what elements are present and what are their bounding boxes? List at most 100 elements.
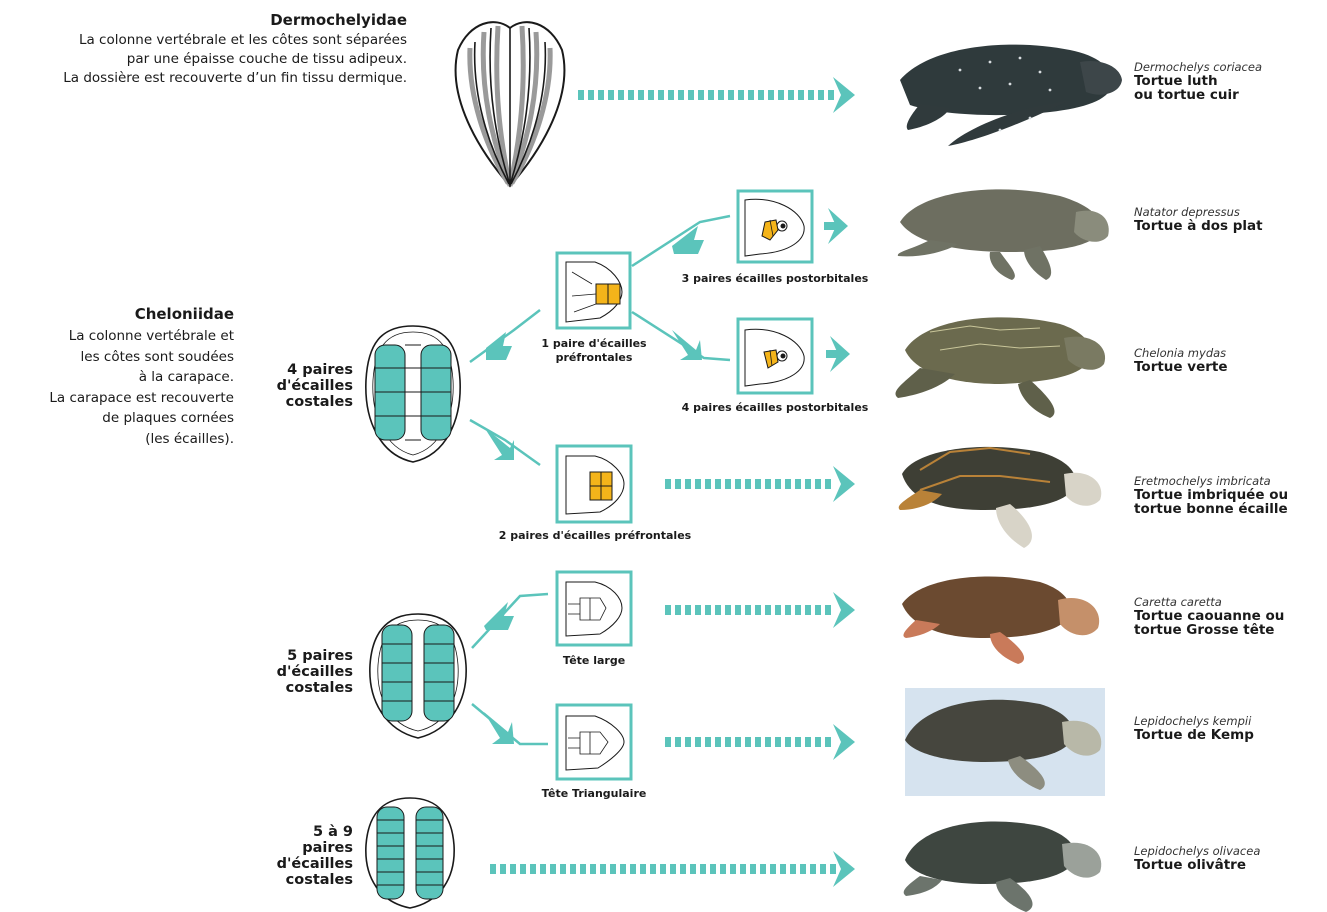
arrow-dash: [630, 864, 636, 874]
arrow-dash: [805, 737, 811, 747]
arrow-dash: [805, 479, 811, 489]
arrow-dash: [650, 864, 656, 874]
arrow-head: [833, 466, 855, 502]
turtle-kempii-image: [905, 688, 1105, 796]
arrow-dash: [728, 90, 734, 100]
arrow-dash: [490, 864, 496, 874]
arrow-dash: [730, 864, 736, 874]
turtle-caretta-image: [902, 577, 1099, 664]
arrow-dash: [640, 864, 646, 874]
desc-line: La colonne vertébrale et les côtes sont …: [0, 31, 407, 50]
costal-line: 4 paires: [250, 362, 353, 378]
arrow-head: [833, 851, 855, 887]
arrow-dash: [765, 605, 771, 615]
arrow-dash: [610, 864, 616, 874]
arrow-dash: [785, 479, 791, 489]
arrow-dash: [688, 90, 694, 100]
arrow-dash: [745, 605, 751, 615]
arrow-dash: [815, 479, 821, 489]
species-common-name: tortue Grosse tête: [1134, 623, 1284, 637]
desc-line: La colonne vertébrale et: [0, 326, 234, 347]
head-box-4-postorbital: [738, 319, 812, 393]
arrow-dash: [825, 605, 831, 615]
arrow-dash: [795, 737, 801, 747]
turtle-dermochelys-image: [900, 45, 1122, 146]
arrow-dash: [780, 864, 786, 874]
arrow-dash: [820, 864, 826, 874]
desc-line: les côtes sont soudées: [0, 347, 234, 368]
arrow-dash: [690, 864, 696, 874]
arrow-head: [833, 724, 855, 760]
costal-line: d'écailles: [250, 856, 353, 872]
arrow-dash: [718, 90, 724, 100]
arrow-dash: [778, 90, 784, 100]
costal-line: paires: [250, 840, 353, 856]
head-box-wide: [557, 572, 631, 645]
arrow-dash: [685, 479, 691, 489]
desc-line: La carapace est recouverte: [0, 388, 234, 409]
arrow-dash: [705, 605, 711, 615]
family-desc-dermochelyidae: La colonne vertébrale et les côtes sont …: [0, 31, 407, 88]
arrow-dash: [815, 737, 821, 747]
arrow-dash: [735, 605, 741, 615]
arrow-dash: [768, 90, 774, 100]
costal-line: costales: [250, 872, 353, 888]
arrow-dash: [748, 90, 754, 100]
arrow-dash: [710, 864, 716, 874]
leatherback-carapace-icon: [456, 22, 565, 186]
desc-line: La dossière est recouverte d’un fin tiss…: [0, 69, 407, 88]
arrow-dash: [638, 90, 644, 100]
arrow-dash: [665, 479, 671, 489]
arrow-dash: [825, 479, 831, 489]
arrow-dash: [510, 864, 516, 874]
arrow-dash: [828, 90, 834, 100]
arrow-dash: [680, 864, 686, 874]
dotted-arrow-dermochelys: [578, 77, 855, 113]
arrow-dash: [715, 479, 721, 489]
label-line: préfrontales: [520, 351, 668, 365]
arrow-dash: [675, 737, 681, 747]
species-scientific-name: Chelonia mydas: [1134, 346, 1228, 360]
species-scientific-name: Caretta caretta: [1134, 595, 1284, 609]
costal-label-5: 5 paires d'écailles costales: [250, 648, 353, 696]
species-dermochelys: Dermochelys coriacea Tortue luth ou tort…: [1134, 60, 1262, 102]
arrow-dash: [500, 864, 506, 874]
head-box-3-postorbital: [738, 191, 812, 262]
arrow-head: [833, 592, 855, 628]
arrow-dash: [715, 737, 721, 747]
species-scientific-name: Lepidochelys kempii: [1134, 714, 1254, 728]
species-scientific-name: Lepidochelys olivacea: [1134, 844, 1260, 858]
label-wide-head: Tête large: [535, 654, 653, 667]
arrow-dash: [695, 737, 701, 747]
arrow-dash: [520, 864, 526, 874]
arrow-dash: [815, 605, 821, 615]
arrow-dash: [648, 90, 654, 100]
arrow-dash: [550, 864, 556, 874]
arrow-dash: [540, 864, 546, 874]
species-common-name: Tortue verte: [1134, 360, 1228, 374]
arrow-dash: [765, 479, 771, 489]
species-common-name: Tortue de Kemp: [1134, 728, 1254, 742]
species-scientific-name: Natator depressus: [1134, 205, 1263, 219]
arrow-dash: [725, 605, 731, 615]
arrow-dash: [598, 90, 604, 100]
arrow-head: [833, 77, 855, 113]
label-1-prefrontal: 1 paire d'écailles préfrontales: [520, 337, 668, 365]
species-natator: Natator depressus Tortue à dos plat: [1134, 205, 1263, 233]
arrow-dash: [590, 864, 596, 874]
arrow-dash: [775, 605, 781, 615]
label-2-prefrontal: 2 paires d'écailles préfrontales: [470, 529, 720, 542]
arrow-dash: [678, 90, 684, 100]
arrow-dash: [580, 864, 586, 874]
arrow-dash: [628, 90, 634, 100]
costal-line: 5 paires: [250, 648, 353, 664]
arrow-dash: [770, 864, 776, 874]
arrow-dash: [700, 864, 706, 874]
arrow-dash: [750, 864, 756, 874]
arrow-dash: [785, 605, 791, 615]
arrow-dash: [790, 864, 796, 874]
arrow-dash: [658, 90, 664, 100]
arrow-natator-bar: [824, 222, 840, 230]
arrow-dash: [808, 90, 814, 100]
